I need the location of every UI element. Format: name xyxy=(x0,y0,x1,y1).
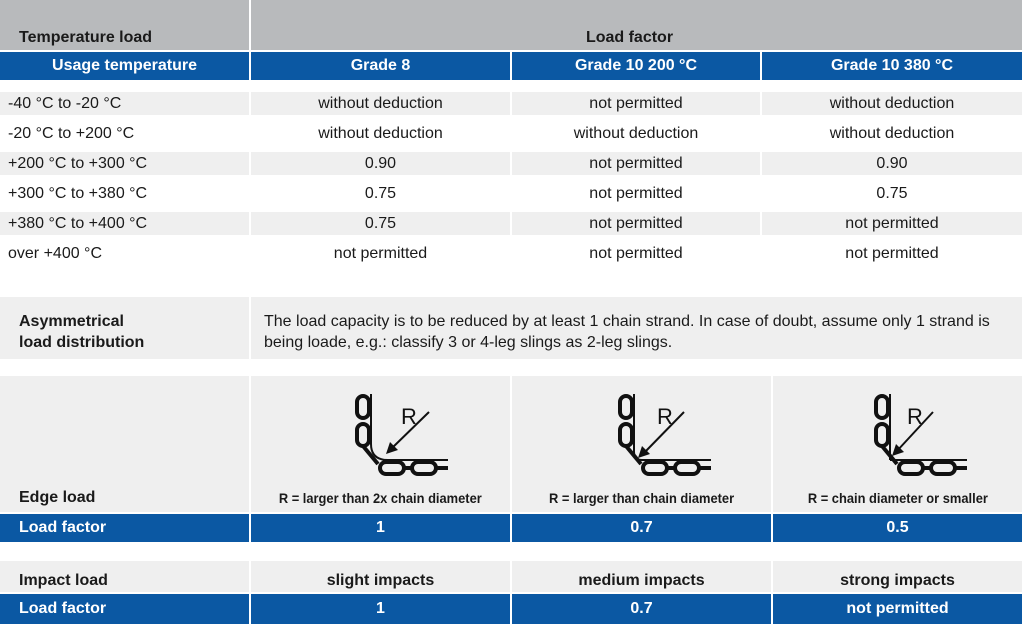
grade-10-200-cell: not permitted xyxy=(512,242,760,265)
chain-edge-large-radius-icon: R xyxy=(355,394,448,476)
temperature-header-label-cell: Temperature load xyxy=(0,0,249,50)
edge-case-3-cell: R R = chain diameter or smaller xyxy=(773,376,1022,512)
temp-range-cell: -20 °C to +200 °C xyxy=(0,122,249,145)
edge-factor-value: 1 xyxy=(251,514,510,542)
edge-case-caption: R = larger than 2x chain diameter xyxy=(279,490,482,506)
radius-letter: R xyxy=(657,404,673,429)
grade-10-380-cell: without deduction xyxy=(762,122,1022,145)
asymmetrical-note-text: The load capacity is to be reduced by at… xyxy=(264,313,990,351)
temp-range-cell: +380 °C to +400 °C xyxy=(0,212,249,235)
load-factor-group-header: Load factor xyxy=(251,0,1022,50)
edge-load-label: Edge load xyxy=(19,489,96,506)
temperature-load-label: Temperature load xyxy=(19,29,153,46)
grade-10-380-cell: without deduction xyxy=(762,92,1022,115)
impact-factor-value: not permitted xyxy=(773,594,1022,624)
impact-load-label: Impact load xyxy=(0,561,249,592)
radius-letter: R xyxy=(401,404,417,429)
grade-8-cell: 0.75 xyxy=(251,212,510,235)
grade-10-200-cell: without deduction xyxy=(512,122,760,145)
col-header-usage-temperature: Usage temperature xyxy=(0,52,249,80)
impact-case-label: slight impacts xyxy=(251,561,510,592)
asymmetrical-label-line1: Asymmetrical xyxy=(19,313,124,330)
col-header-grade-8: Grade 8 xyxy=(251,52,510,80)
impact-factor-value: 1 xyxy=(251,594,510,624)
impact-factor-value: 0.7 xyxy=(512,594,771,624)
edge-case-caption: R = larger than chain diameter xyxy=(548,490,735,506)
impact-case-label: medium impacts xyxy=(512,561,771,592)
grade-8-cell: without deduction xyxy=(251,122,510,145)
edge-case-1-cell: R R = larger than 2x chain diameter xyxy=(251,376,510,512)
edge-load-factor-label: Load factor xyxy=(0,514,249,542)
grade-8-cell: 0.90 xyxy=(251,152,510,175)
grade-8-cell: not permitted xyxy=(251,242,510,265)
chain-edge-small-radius-icon: R xyxy=(874,394,967,476)
grade-10-200-cell: not permitted xyxy=(512,182,760,205)
col-header-grade-10-200: Grade 10 200 °C xyxy=(512,52,760,80)
grade-10-200-cell: not permitted xyxy=(512,212,760,235)
load-factor-group-label: Load factor xyxy=(585,29,674,46)
asymmetrical-label-cell: Asymmetrical load distribution xyxy=(0,297,249,359)
col-header-grade-10-380: Grade 10 380 °C xyxy=(762,52,1022,80)
impact-case-label: strong impacts xyxy=(773,561,1022,592)
chain-edge-medium-radius-icon: R xyxy=(618,394,711,476)
grade-10-380-cell: 0.90 xyxy=(762,152,1022,175)
temp-range-cell: +200 °C to +300 °C xyxy=(0,152,249,175)
temp-range-cell: over +400 °C xyxy=(0,242,249,265)
edge-case-caption: R = chain diameter or smaller xyxy=(807,490,988,506)
edge-load-label-cell: Edge load xyxy=(0,376,249,512)
asymmetrical-note-cell: The load capacity is to be reduced by at… xyxy=(251,297,1022,359)
impact-load-factor-label: Load factor xyxy=(0,594,249,624)
grade-8-cell: 0.75 xyxy=(251,182,510,205)
grade-10-380-cell: not permitted xyxy=(762,242,1022,265)
asymmetrical-label-line2: load distribution xyxy=(19,334,145,351)
grade-10-200-cell: not permitted xyxy=(512,92,760,115)
edge-factor-value: 0.7 xyxy=(512,514,771,542)
grade-8-cell: without deduction xyxy=(251,92,510,115)
temp-range-cell: +300 °C to +380 °C xyxy=(0,182,249,205)
grade-10-380-cell: not permitted xyxy=(762,212,1022,235)
grade-10-200-cell: not permitted xyxy=(512,152,760,175)
edge-case-2-cell: R R = larger than chain diameter xyxy=(512,376,771,512)
radius-letter: R xyxy=(907,404,923,429)
grade-10-380-cell: 0.75 xyxy=(762,182,1022,205)
edge-factor-value: 0.5 xyxy=(773,514,1022,542)
temp-range-cell: -40 °C to -20 °C xyxy=(0,92,249,115)
